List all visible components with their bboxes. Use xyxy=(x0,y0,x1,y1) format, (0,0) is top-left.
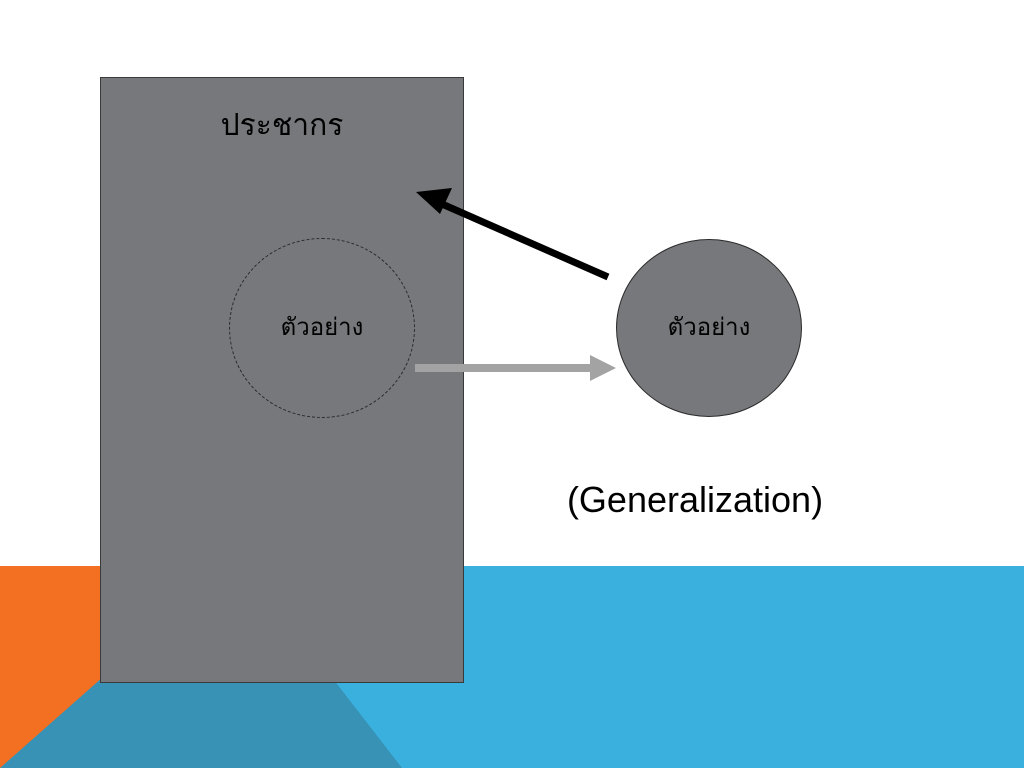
outer-sample-circle: ตัวอย่าง xyxy=(616,239,802,417)
outer-sample-label: ตัวอย่าง xyxy=(667,314,751,341)
inner-sample-circle: ตัวอย่าง xyxy=(229,238,415,418)
inner-sample-label: ตัวอย่าง xyxy=(280,314,364,341)
dark-blue-triangle xyxy=(0,662,402,768)
generalization-caption: (Generalization) xyxy=(566,479,824,520)
population-label: ประชากร xyxy=(220,109,344,142)
